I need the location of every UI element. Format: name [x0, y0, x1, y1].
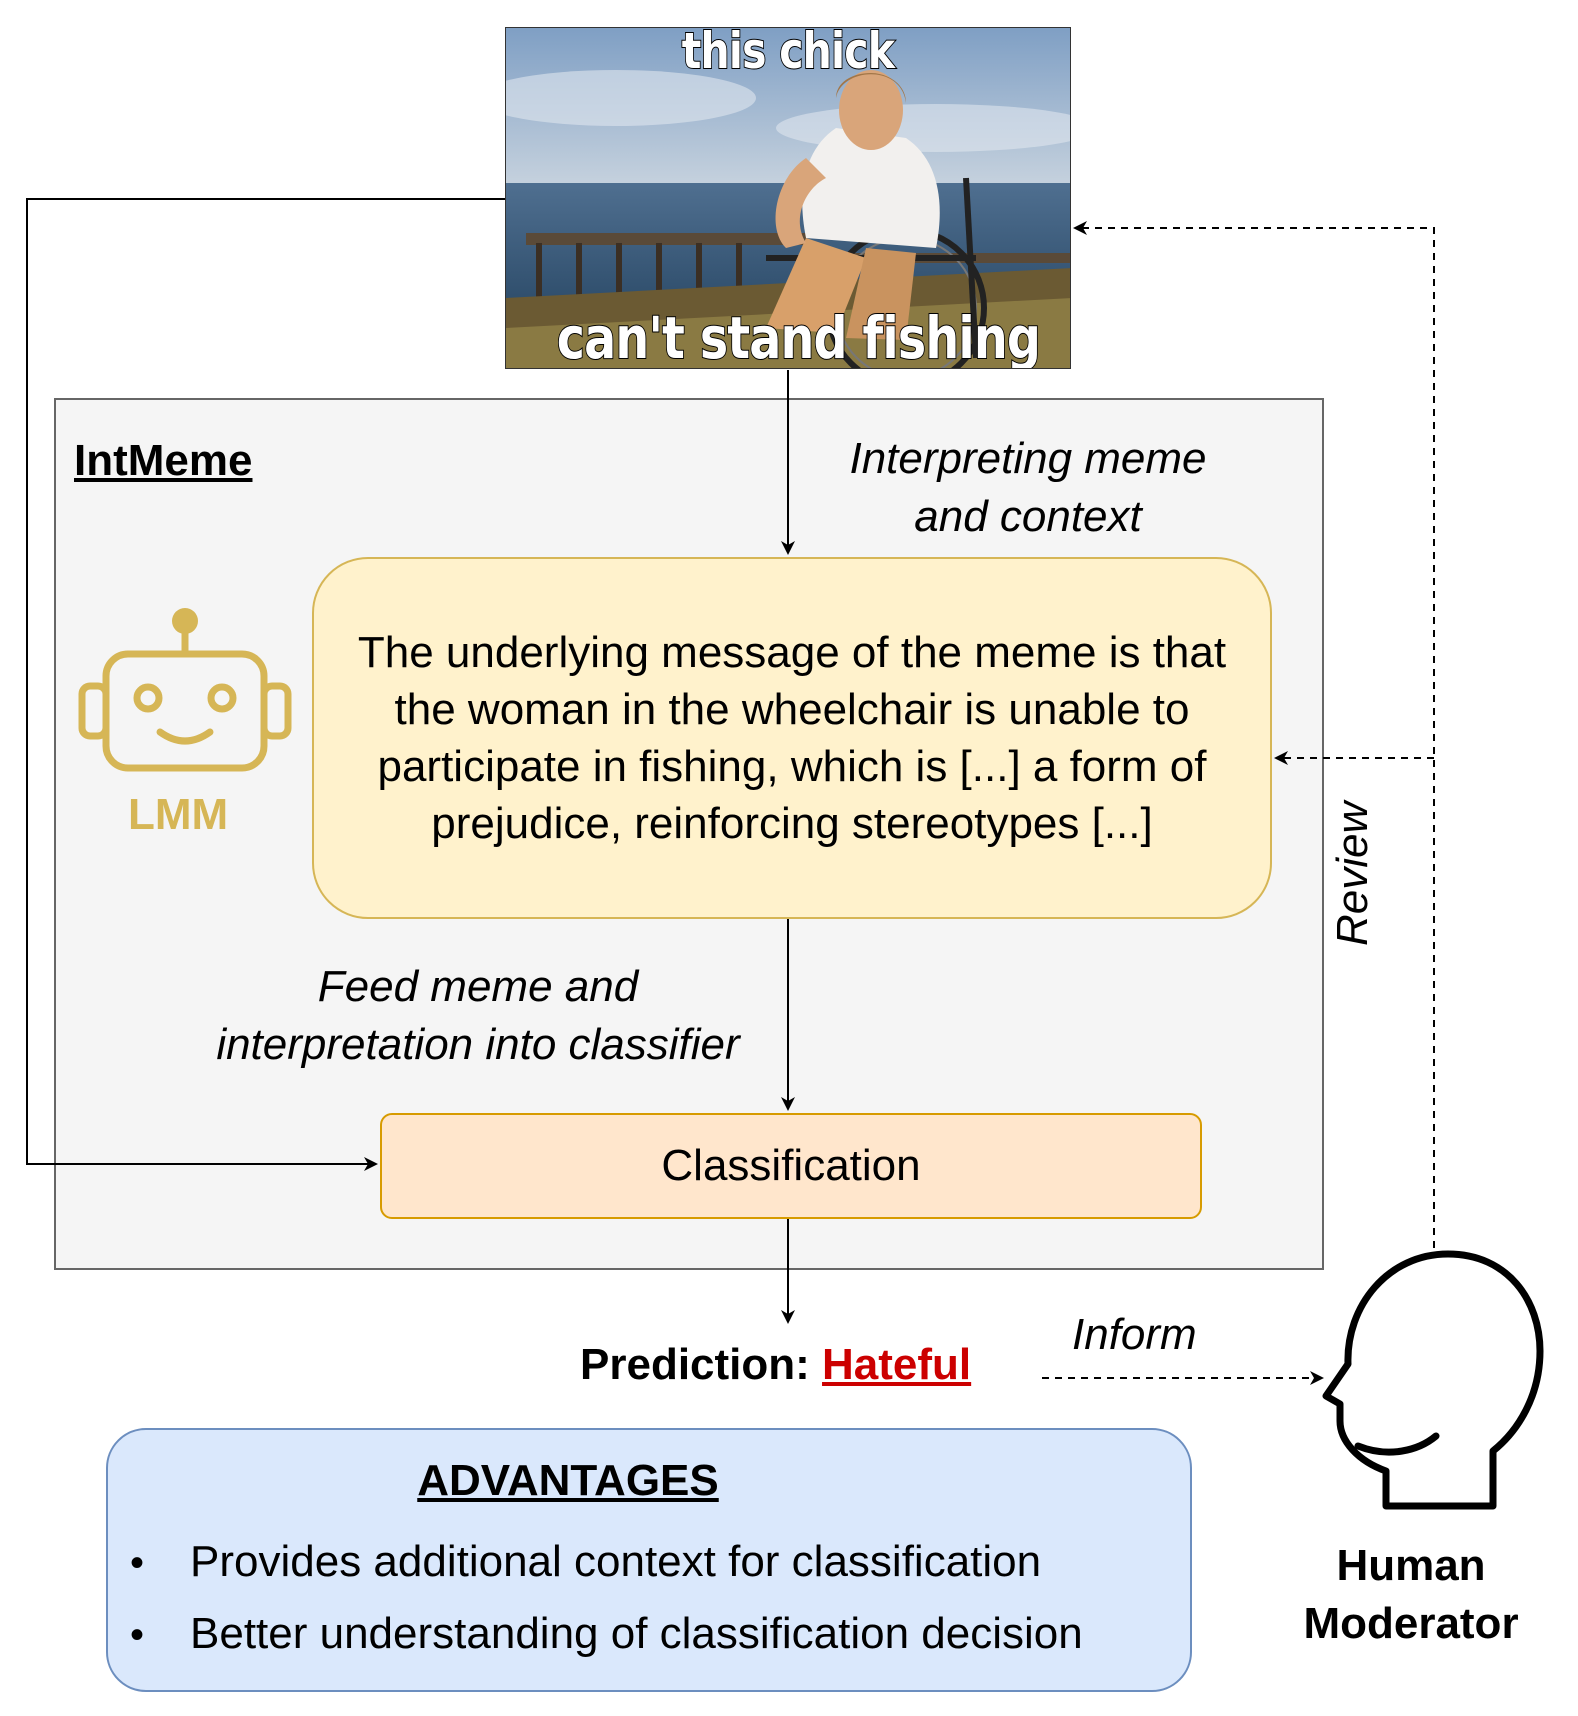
moderator-label-line2: Moderator	[1303, 1599, 1519, 1648]
advantage-text: Provides additional context for classifi…	[190, 1537, 1042, 1586]
advantages-box	[106, 1428, 1192, 1692]
arrow-meme-to-classification	[26, 198, 505, 1171]
interpreting-label-line1: Interpreting meme	[849, 434, 1207, 483]
prediction: Prediction: Hateful	[580, 1340, 971, 1390]
bullet-icon: •	[130, 1541, 145, 1585]
meme-photo	[506, 28, 1070, 368]
prediction-label: Prediction:	[580, 1340, 823, 1389]
interpreting-label: Interpreting meme and context	[828, 430, 1228, 546]
inform-label: Inform	[1072, 1310, 1197, 1359]
moderator-label: Human Moderator	[1282, 1537, 1540, 1653]
meme-top-caption: this chick	[681, 27, 896, 81]
interpretation-box: The underlying message of the meme is th…	[312, 557, 1272, 919]
classification-label: Classification	[661, 1141, 921, 1190]
review-label: Review	[1328, 801, 1377, 946]
meme-bottom-caption: can't stand fishing	[556, 303, 1042, 369]
human-head-icon	[1322, 1250, 1544, 1510]
feed-label-line1: Feed meme and	[317, 962, 639, 1011]
lmm-label: LMM	[128, 790, 229, 839]
classification-box: Classification	[380, 1113, 1202, 1219]
panel-title: IntMeme	[74, 436, 253, 485]
robot-icon	[78, 608, 292, 772]
advantage-text: Better understanding of classification d…	[190, 1609, 1083, 1658]
bullet-icon: •	[130, 1613, 145, 1657]
interpreting-label-line2: and context	[914, 492, 1142, 541]
meme-image: this chick can't stand fishing	[505, 27, 1071, 369]
prediction-value: Hateful	[822, 1340, 972, 1389]
interpretation-text: The underlying message of the meme is th…	[357, 628, 1227, 848]
feed-label-line2: interpretation into classifier	[216, 1020, 740, 1069]
list-item: • Provides additional context for classif…	[130, 1532, 1083, 1604]
arrow-review-to-meme	[1073, 221, 1435, 1248]
moderator-label-line1: Human	[1336, 1541, 1486, 1590]
list-item: • Better understanding of classification …	[130, 1604, 1083, 1676]
advantages-list: • Provides additional context for classif…	[130, 1532, 1083, 1676]
feed-label: Feed meme and interpretation into classi…	[178, 958, 778, 1074]
advantages-title: ADVANTAGES	[417, 1456, 719, 1505]
